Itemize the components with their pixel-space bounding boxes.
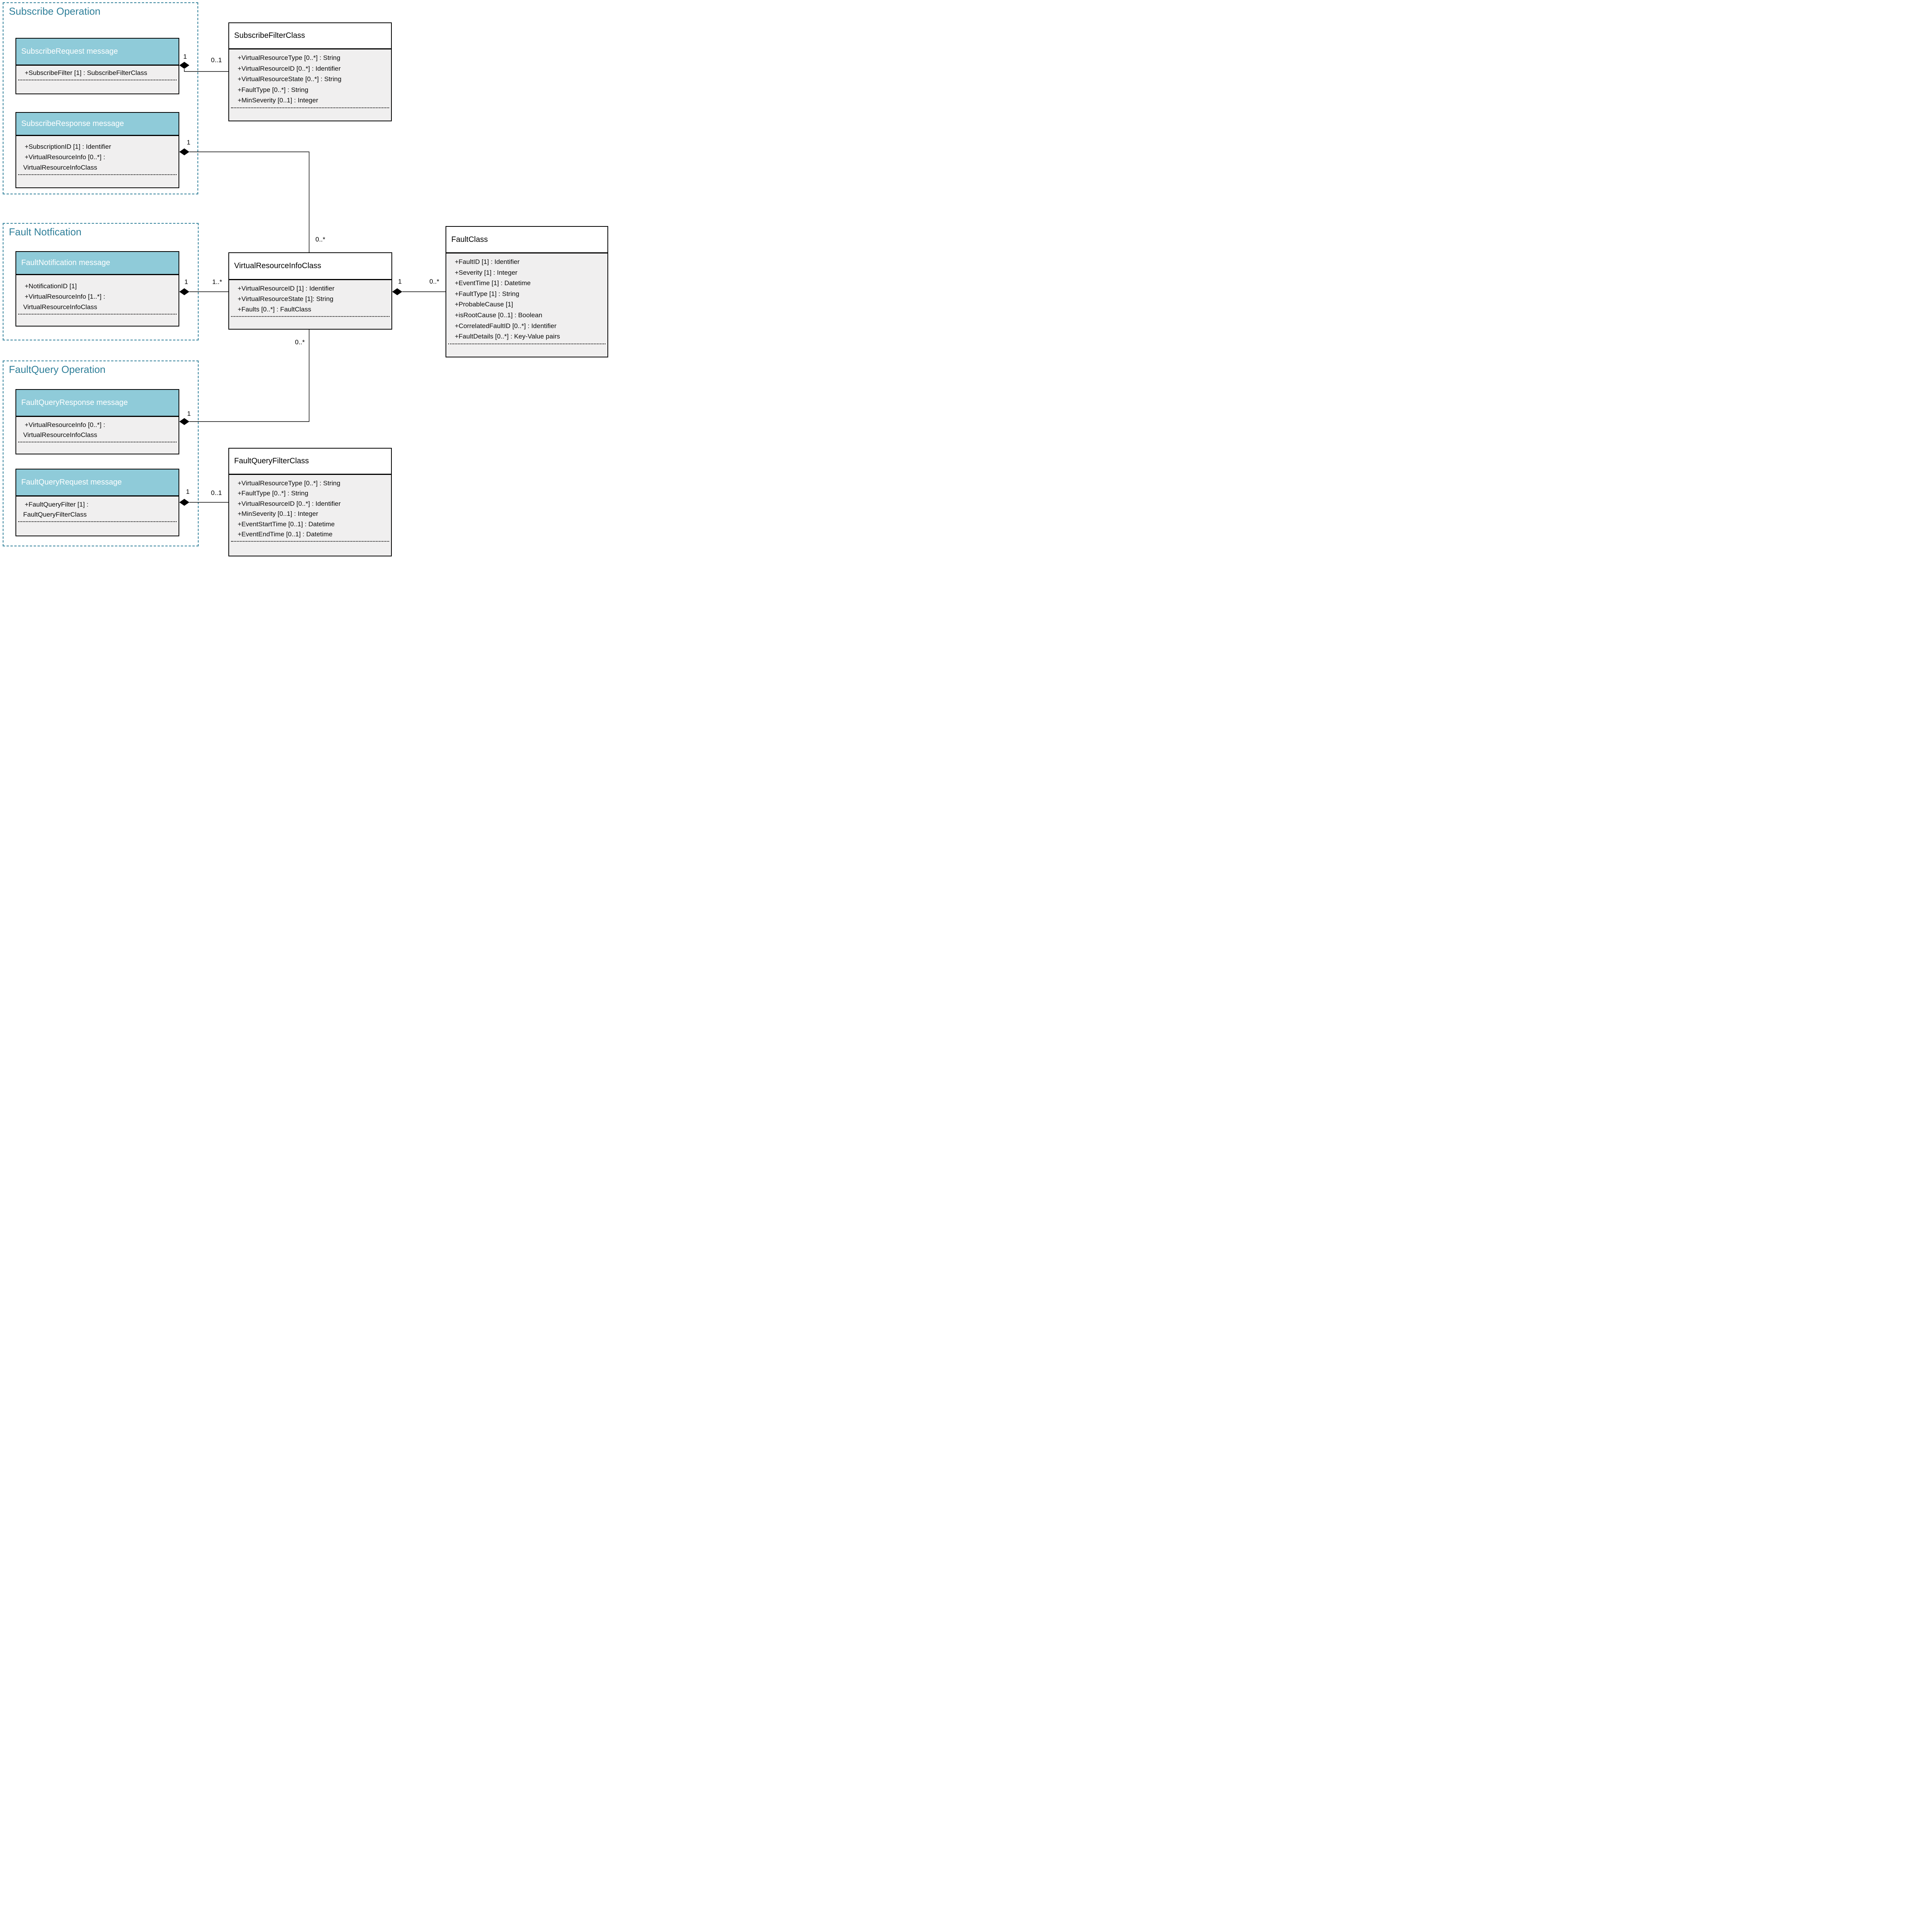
attribute-line: FaultQueryFilterClass [23, 511, 87, 518]
attribute-divider [18, 174, 177, 175]
group-title-fault-notification: Fault Notfication [9, 226, 82, 238]
attribute-line: +VirtualResourceInfo [0..*] : [25, 153, 105, 161]
composition-diamond-icon [392, 288, 402, 295]
attribute-line: +CorrelatedFaultID [0..*] : Identifier [455, 322, 557, 330]
multiplicity-label: 1 [184, 278, 188, 286]
attribute-line: +FaultType [1] : String [455, 290, 519, 298]
attribute-divider [18, 314, 177, 315]
attribute-line: +EventTime [1] : Datetime [455, 279, 531, 287]
attribute-line: +EventEndTime [0..1] : Datetime [238, 531, 333, 538]
multiplicity-label: 0..* [429, 278, 439, 285]
class-fault-query-request-message: FaultQueryRequest message +FaultQueryFil… [15, 469, 179, 536]
connector-vri-faultqueryresponse [189, 330, 310, 422]
multiplicity-label: 1 [183, 53, 187, 60]
attribute-line: VirtualResourceInfoClass [23, 431, 97, 439]
group-subscribe-operation: Subscribe Operation [3, 2, 198, 194]
attribute-divider [231, 316, 389, 317]
multiplicity-label: 1 [187, 139, 190, 146]
attribute-line: VirtualResourceInfoClass [23, 164, 97, 171]
class-title: FaultNotification message [16, 252, 179, 275]
multiplicity-label: 1 [186, 488, 190, 495]
class-title: FaultQueryResponse message [16, 390, 179, 417]
attribute-line: +isRootCause [0..1] : Boolean [455, 311, 543, 319]
class-fault-notification-message: FaultNotification message +NotificationI… [15, 251, 179, 327]
connector-subscriberesponse-vri [189, 151, 310, 252]
attribute-line: +Faults [0..*] : FaultClass [238, 306, 311, 313]
group-fault-query-operation: FaultQuery Operation [3, 361, 199, 546]
multiplicity-label: 1..* [212, 278, 222, 286]
attribute-line: +FaultID [1] : Identifier [455, 258, 520, 265]
attribute-divider [231, 541, 389, 542]
class-fault-class: FaultClass +FaultID [1] : Identifier +Se… [446, 226, 608, 357]
attribute-line: +VirtualResourceState [0..*] : String [238, 75, 342, 83]
multiplicity-label: 1 [187, 410, 191, 417]
attribute-line: +Severity [1] : Integer [455, 269, 518, 276]
attribute-line: +SubscriptionID [1] : Identifier [25, 143, 111, 150]
class-title: SubscribeFilterClass [229, 23, 391, 49]
attribute-line: +FaultType [0..*] : String [238, 86, 308, 94]
multiplicity-label: 0..1 [211, 56, 222, 64]
multiplicity-label: 0..* [315, 236, 325, 243]
attribute-line: +VirtualResourceType [0..*] : String [238, 480, 340, 487]
class-subscribe-request-message: SubscribeRequest message +SubscribeFilte… [15, 38, 179, 94]
attribute-line: +FaultDetails [0..*] : Key-Value pairs [455, 333, 560, 340]
attribute-line: +VirtualResourceID [0..*] : Identifier [238, 65, 341, 72]
attribute-line: +VirtualResourceInfo [1..*] : [25, 293, 105, 300]
class-title: VirtualResourceInfoClass [229, 253, 391, 280]
attribute-line: +SubscribeFilter [1] : SubscribeFilterCl… [25, 69, 147, 77]
class-fault-query-filter-class: FaultQueryFilterClass +VirtualResourceTy… [228, 448, 392, 556]
attribute-line: +FaultQueryFilter [1] : [25, 501, 88, 508]
attribute-line: +VirtualResourceState [1]: String [238, 295, 333, 303]
attribute-line: +ProbableCause [1] [455, 301, 513, 308]
attribute-line: +FaultType [0..*] : String [238, 490, 308, 497]
group-title-subscribe-operation: Subscribe Operation [9, 5, 101, 17]
class-fault-query-response-message: FaultQueryResponse message +VirtualResou… [15, 389, 179, 454]
class-subscribe-response-message: SubscribeResponse message +SubscriptionI… [15, 112, 179, 188]
attribute-line: +MinSeverity [0..1] : Integer [238, 510, 318, 518]
attribute-divider [231, 107, 389, 108]
class-title: SubscribeRequest message [16, 39, 179, 66]
uml-diagram-canvas: Subscribe Operation Fault Notfication Fa… [0, 0, 609, 558]
class-virtual-resource-info-class: VirtualResourceInfoClass +VirtualResourc… [228, 252, 392, 330]
class-title: SubscribeResponse message [16, 113, 179, 136]
class-title: FaultClass [446, 227, 607, 253]
class-subscribe-filter-class: SubscribeFilterClass +VirtualResourceTyp… [228, 22, 392, 121]
attribute-line: +VirtualResourceID [1] : Identifier [238, 285, 335, 292]
attribute-line: +VirtualResourceID [0..*] : Identifier [238, 500, 341, 507]
attribute-line: +MinSeverity [0..1] : Integer [238, 97, 318, 104]
group-fault-notification: Fault Notfication [3, 223, 199, 340]
attribute-line: +NotificationID [1] [25, 282, 77, 290]
group-title-fault-query-operation: FaultQuery Operation [9, 364, 106, 375]
multiplicity-label: 0..* [295, 338, 305, 346]
attribute-line: +EventStartTime [0..1] : Datetime [238, 520, 335, 528]
attribute-line: VirtualResourceInfoClass [23, 303, 97, 311]
multiplicity-label: 1 [398, 278, 402, 285]
class-title: FaultQueryFilterClass [229, 449, 391, 475]
attribute-line: +VirtualResourceInfo [0..*] : [25, 421, 105, 429]
attribute-line: +VirtualResourceType [0..*] : String [238, 54, 340, 61]
class-title: FaultQueryRequest message [16, 469, 179, 497]
multiplicity-label: 0..1 [211, 489, 222, 497]
attribute-divider [18, 521, 177, 522]
